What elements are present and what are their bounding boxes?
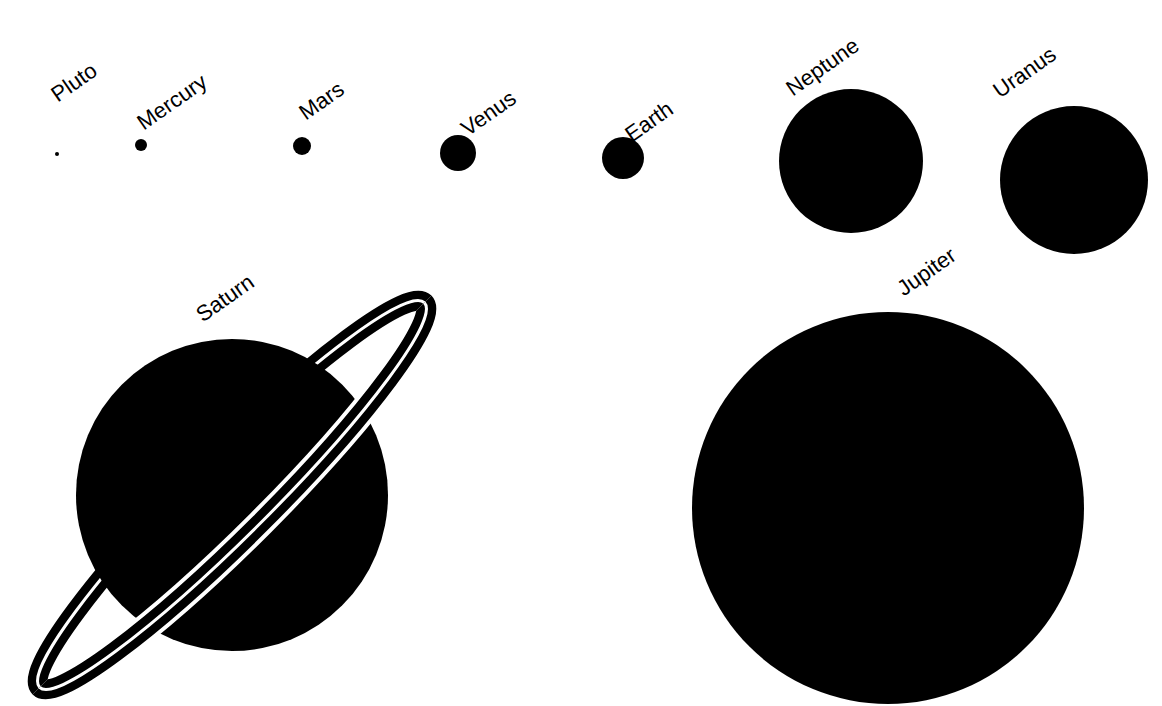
- planet-name: Saturn: [192, 271, 258, 326]
- planet-name: Uranus: [989, 43, 1060, 102]
- venus-disc: [440, 135, 476, 171]
- jupiter-disc: [692, 312, 1084, 704]
- planet-name: Earth: [621, 98, 677, 146]
- planet-name: Mercury: [133, 70, 211, 134]
- planet-name: Jupiter: [893, 244, 960, 300]
- mercury-disc: [135, 139, 147, 151]
- planet-name: Pluto: [47, 59, 101, 106]
- neptune-disc: [779, 89, 923, 233]
- pluto-disc: [55, 152, 59, 156]
- planet-name: Mars: [295, 78, 348, 124]
- uranus-disc: [1000, 106, 1148, 254]
- planet-name: Venus: [457, 87, 520, 140]
- saturn-figure: [0, 192, 535, 706]
- mars-disc: [293, 137, 311, 155]
